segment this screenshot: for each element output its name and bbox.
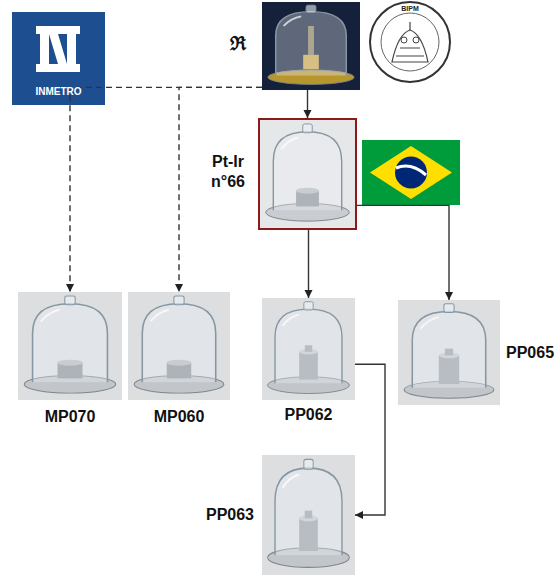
standard-label: MP060 <box>154 408 205 426</box>
bell-jar-photo <box>262 2 360 90</box>
photo-node: PP062 <box>262 298 355 400</box>
standard-label: PP062 <box>284 406 332 424</box>
arrow-connector <box>357 205 453 300</box>
standard-label: MP070 <box>45 408 96 426</box>
photo-node: PP065 <box>398 300 500 405</box>
standard-label: ℜ <box>230 30 246 56</box>
photo-node: MP070 <box>18 292 122 400</box>
arrow-connector <box>305 230 313 298</box>
logo-text: BIPM <box>393 5 427 12</box>
arrow-connector <box>175 87 262 292</box>
arrow-connector <box>66 87 262 292</box>
bell-jar-photo <box>262 455 355 575</box>
bell-jar-photo <box>18 292 122 400</box>
bell-jar-photo <box>260 120 355 228</box>
bell-jar-photo <box>262 298 355 400</box>
standard-label: PP063 <box>206 506 254 524</box>
bell-jar-photo <box>128 292 230 400</box>
bipm-seal <box>370 2 450 82</box>
standard-label: PP065 <box>506 344 554 362</box>
photo-node: ℜ <box>262 2 360 90</box>
arrow-connector <box>355 364 385 519</box>
inmetro-logo <box>12 12 105 105</box>
bell-jar-photo <box>398 300 500 405</box>
arrow-connector <box>304 90 312 118</box>
photo-node: Pt-Ir n°66 <box>258 118 357 230</box>
brazil-flag <box>362 140 460 205</box>
photo-node: PP063 <box>262 455 355 575</box>
logo-text: INMETRO <box>12 86 105 97</box>
photo-node: MP060 <box>128 292 230 400</box>
standard-label: Pt-Ir n°66 <box>202 152 254 192</box>
